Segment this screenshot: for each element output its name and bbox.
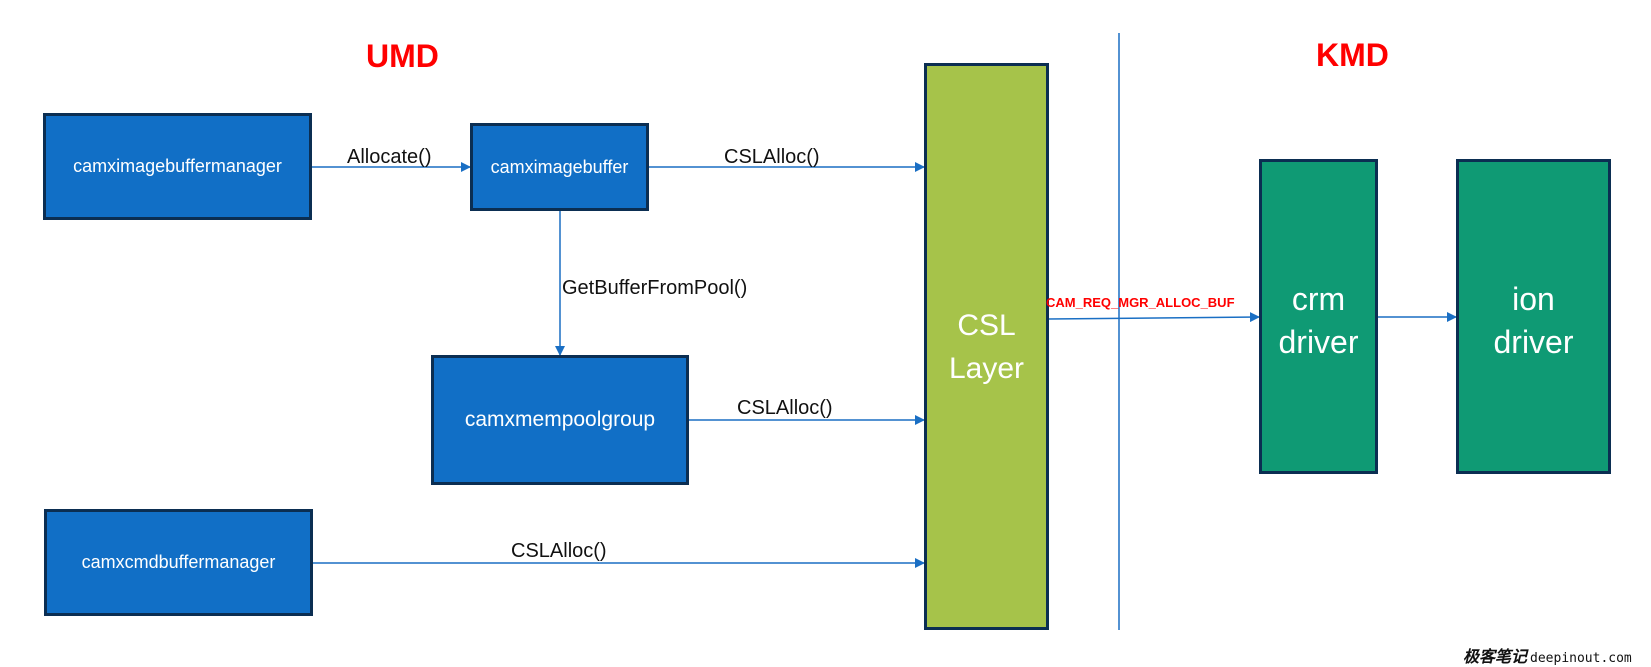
watermark-cn: 极客笔记 bbox=[1463, 647, 1528, 666]
get-buffer-from-pool-label: GetBufferFromPool() bbox=[562, 277, 748, 299]
mempool-cslalloc-label: CSLAlloc() bbox=[737, 397, 833, 419]
kmd-title: KMD bbox=[1316, 37, 1389, 73]
ion-driver-label-line1: ion bbox=[1512, 281, 1555, 317]
allocate-label: Allocate() bbox=[347, 146, 432, 168]
ion-driver-label-line2: driver bbox=[1493, 324, 1574, 360]
csl-layer-box[interactable]: CSL Layer bbox=[924, 63, 1049, 630]
camximagebuffermanager-box[interactable]: camximagebuffermanager bbox=[43, 113, 312, 220]
crm-driver-label-line2: driver bbox=[1278, 324, 1359, 360]
imagebuffer-cslalloc-label: CSLAlloc() bbox=[724, 146, 820, 168]
cmdbuffer-cslalloc-label: CSLAlloc() bbox=[511, 540, 607, 562]
ion-driver-box[interactable]: ion driver bbox=[1456, 159, 1611, 474]
crm-driver-label-line1: crm bbox=[1291, 281, 1346, 317]
cam-req-mgr-alloc-buf-label: CAM_REQ_MGR_ALLOC_BUF bbox=[1046, 295, 1235, 310]
umd-title: UMD bbox=[366, 38, 439, 74]
camxcmdbuffermanager-box[interactable]: camxcmdbuffermanager bbox=[44, 509, 313, 616]
camxcmdbuffermanager-label: camxcmdbuffermanager bbox=[81, 552, 276, 572]
camxmempoolgroup-box[interactable]: camxmempoolgroup bbox=[431, 355, 689, 485]
camximagebuffer-box[interactable]: camximagebuffer bbox=[470, 123, 649, 211]
csl-layer-label-line1: CSL bbox=[957, 308, 1016, 342]
csl-layer-label-line2: Layer bbox=[948, 351, 1025, 385]
watermark-url: deepinout.com bbox=[1530, 651, 1632, 666]
arrow-csl-crm bbox=[1047, 312, 1260, 323]
crm-driver-box[interactable]: crm driver bbox=[1259, 159, 1378, 474]
camximagebuffermanager-label: camximagebuffermanager bbox=[73, 156, 282, 176]
camximagebuffer-label: camximagebuffer bbox=[490, 156, 629, 177]
camxmempoolgroup-label: camxmempoolgroup bbox=[464, 408, 656, 431]
